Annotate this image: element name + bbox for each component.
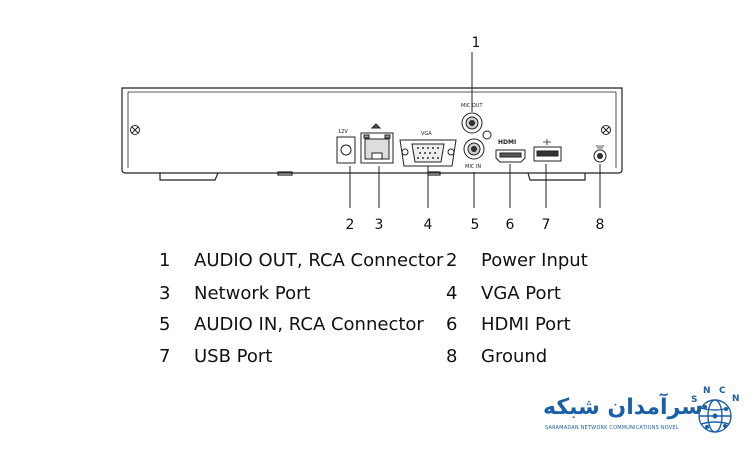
mic-in-port: MIC IN bbox=[463, 138, 485, 170]
legend-label-8: Ground bbox=[481, 346, 548, 367]
power-port-label: 12V bbox=[338, 129, 348, 135]
legend-label-3: Network Port bbox=[194, 283, 311, 304]
usb-port bbox=[533, 139, 562, 162]
legend-label-1: AUDIO OUT, RCA Connector bbox=[194, 250, 444, 271]
ground-terminal bbox=[593, 145, 607, 163]
legend-num-7: 7 bbox=[159, 346, 171, 367]
legend-label-5: AUDIO IN, RCA Connector bbox=[194, 314, 424, 335]
callout-lines bbox=[349, 52, 601, 208]
legend-num-2: 2 bbox=[446, 250, 458, 271]
legend-label-6: HDMI Port bbox=[481, 314, 571, 335]
legend-num-6: 6 bbox=[446, 314, 458, 335]
callout-7: 7 bbox=[542, 217, 551, 233]
logo-letter-4: N bbox=[732, 394, 740, 404]
legend-num-4: 4 bbox=[446, 283, 458, 304]
globe-network-icon bbox=[698, 399, 732, 433]
chassis-screw-right bbox=[601, 125, 611, 135]
logo-english-text: SARAMADAN NETWORK COMMUNICATIONS NOVEL bbox=[545, 425, 679, 431]
company-logo: سرآمدان شبکه SARAMADAN NETWORK COMMUNICA… bbox=[543, 385, 743, 443]
hdmi-port: HDMI bbox=[495, 139, 526, 163]
legend-label-2: Power Input bbox=[481, 250, 588, 271]
legend-label-4: VGA Port bbox=[481, 283, 561, 304]
hdmi-port-label: HDMI bbox=[498, 139, 516, 146]
chassis-screw-left bbox=[130, 125, 140, 135]
callout-6: 6 bbox=[506, 217, 515, 233]
power-input-port: 12V bbox=[336, 129, 356, 164]
callout-8: 8 bbox=[596, 217, 605, 233]
network-port bbox=[360, 123, 394, 164]
legend-label-7: USB Port bbox=[194, 346, 273, 367]
logo-persian-text: سرآمدان شبکه bbox=[543, 395, 703, 420]
logo-letter-3: C bbox=[719, 386, 726, 396]
callout-5: 5 bbox=[471, 217, 480, 233]
callout-3: 3 bbox=[375, 217, 384, 233]
callout-2: 2 bbox=[346, 217, 355, 233]
legend-num-8: 8 bbox=[446, 346, 458, 367]
legend-num-5: 5 bbox=[159, 314, 171, 335]
legend-num-1: 1 bbox=[159, 250, 171, 271]
logo-letter-1: S bbox=[691, 395, 698, 405]
mic-in-label: MIC IN bbox=[465, 164, 481, 170]
callout-4: 4 bbox=[424, 217, 433, 233]
callout-1: 1 bbox=[472, 35, 481, 51]
legend-num-3: 3 bbox=[159, 283, 171, 304]
logo-letter-2: N bbox=[703, 386, 711, 396]
vga-port-label: VGA bbox=[421, 131, 432, 137]
vga-port: VGA bbox=[399, 131, 457, 167]
